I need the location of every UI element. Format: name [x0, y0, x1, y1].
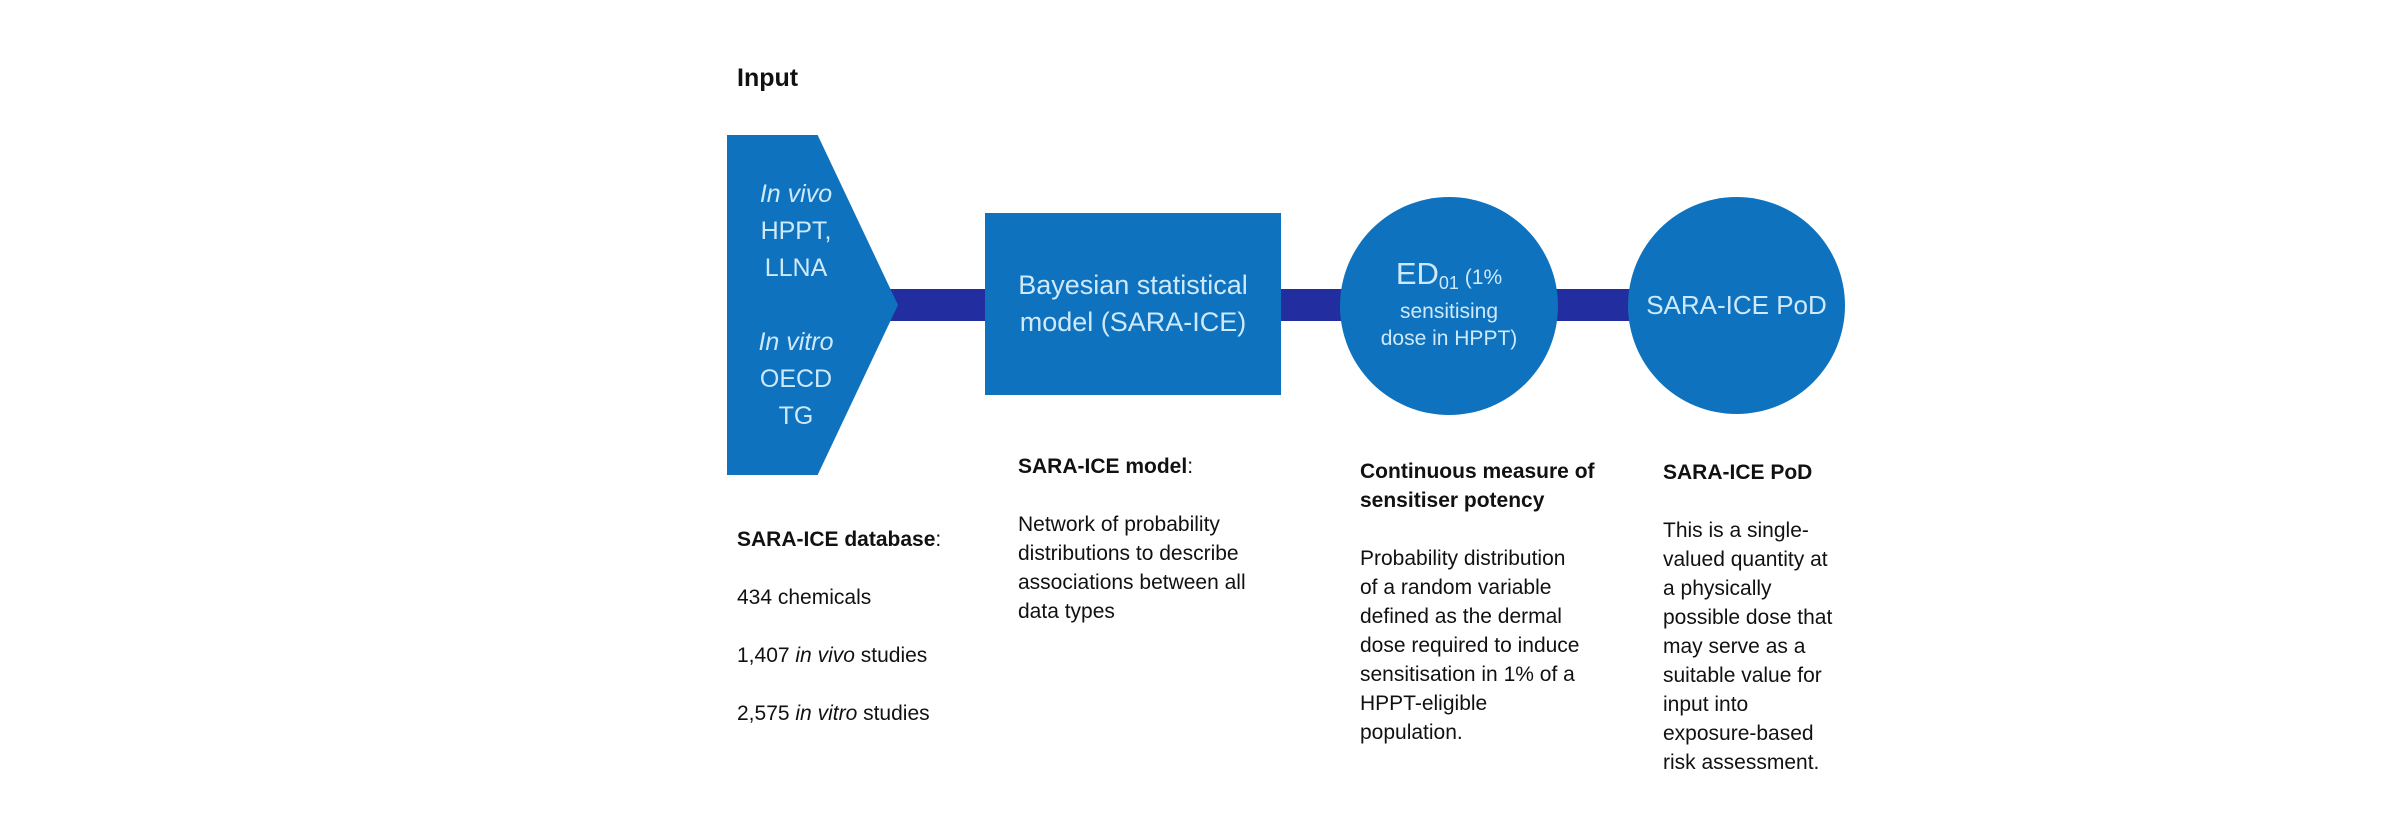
model-box-line-2: model (SARA-ICE) [1019, 307, 1247, 337]
caption-model: SARA-ICE model: Network of probability d… [1018, 423, 1303, 655]
bayesian-model-box: Bayesian statistical model (SARA-ICE) [985, 213, 1281, 395]
ed01-ed-text: ED [1395, 256, 1439, 292]
caption-database-invivo-count: 1,407 [737, 644, 796, 667]
caption-ed01: Continuous measure of sensitiser potency… [1360, 428, 1625, 776]
caption-pod: SARA-ICE PoD This is a single- valued qu… [1663, 429, 1888, 806]
ed01-line-3: dose in HPPT) [1380, 326, 1518, 350]
caption-database-invitro-suffix: studies [857, 702, 930, 725]
pentagon-line-in-vitro: In vitro [758, 327, 834, 356]
caption-database-line-chemicals: 434 chemicals [737, 586, 872, 609]
caption-ed01-body: Probability distribution of a random var… [1360, 547, 1580, 744]
pentagon-line-hppt: HPPT, [760, 216, 832, 245]
pentagon-line-llna: LLNA [764, 253, 828, 282]
caption-database-invivo-suffix: studies [854, 644, 928, 667]
caption-model-heading-text: SARA-ICE model [1018, 455, 1188, 478]
caption-database-invivo-italic: in vivo [795, 644, 855, 667]
ed01-line-1: ED01 (1% [1396, 258, 1503, 297]
caption-model-body: Network of probability distributions to … [1018, 513, 1246, 623]
caption-database-line-invivo: 1,407 in vivo studies [737, 641, 1077, 670]
model-box-line-1: Bayesian statistical [1018, 270, 1248, 300]
caption-ed01-heading: Continuous measure of sensitiser potency [1360, 460, 1595, 512]
pentagon-line-oecd: OECD [759, 364, 833, 393]
caption-database-invitro-count: 2,575 [737, 702, 796, 725]
caption-database: SARA-ICE database: 434 chemicals 1,407 i… [737, 496, 1077, 757]
caption-pod-body: This is a single- valued quantity at a p… [1663, 519, 1833, 774]
ed01-subscript: 01 [1438, 273, 1459, 294]
pentagon-line-tg: TG [778, 401, 814, 430]
pod-circle-label: SARA-ICE PoD [1646, 290, 1827, 320]
caption-model-heading: SARA-ICE model: [1018, 452, 1303, 481]
pentagon-line-in-vivo: In vivo [759, 179, 833, 208]
caption-database-invitro-italic: in vitro [795, 702, 858, 725]
caption-database-line-invitro: 2,575 in vitro studies [737, 699, 1077, 728]
pod-circle: SARA-ICE PoD [1628, 197, 1845, 414]
caption-database-heading: SARA-ICE database: [737, 525, 1077, 554]
ed01-after-sub: (1% [1458, 266, 1503, 290]
caption-database-colon: : [935, 528, 942, 551]
pentagon-text: In vivo HPPT, LLNA In vitro OECD TG [727, 135, 865, 475]
caption-model-colon: : [1187, 455, 1194, 478]
ed01-circle: ED01 (1% sensitising dose in HPPT) [1340, 197, 1558, 415]
input-pentagon-shape: In vivo HPPT, LLNA In vitro OECD TG [727, 135, 898, 475]
caption-database-heading-text: SARA-ICE database [737, 528, 936, 551]
input-label: Input [737, 64, 799, 92]
caption-pod-heading: SARA-ICE PoD [1663, 461, 1813, 484]
ed01-line-2: sensitising [1399, 299, 1499, 323]
